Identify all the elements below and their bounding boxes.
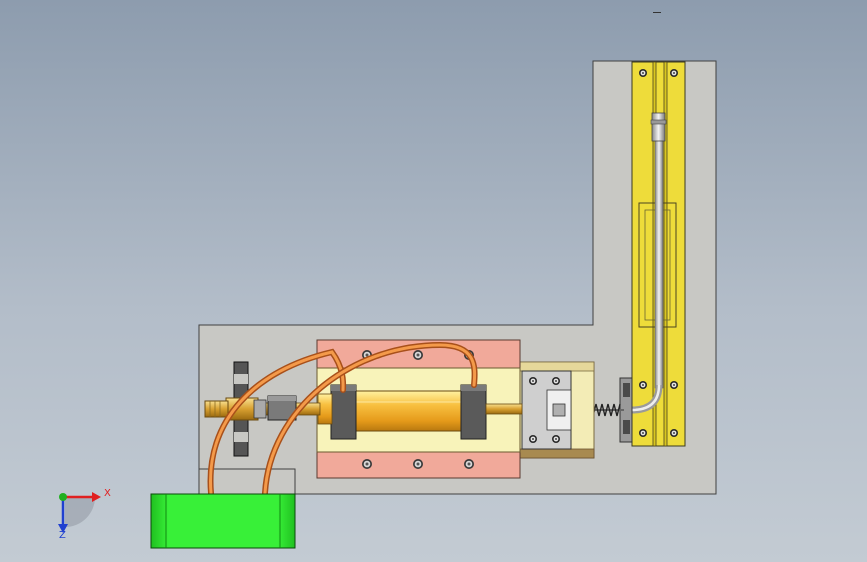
front-rod: [485, 403, 523, 415]
rail-rod: [654, 139, 664, 389]
green-block: [150, 493, 296, 549]
minimize-icon[interactable]: [650, 6, 664, 16]
base-plate-slot: [198, 468, 296, 495]
left-flange-assembly[interactable]: [204, 361, 267, 457]
triad-origin-y: [59, 493, 67, 501]
cream-slider-top-strip: [519, 361, 595, 372]
rail-bolt: [670, 69, 678, 77]
coordinate-triad: [58, 492, 101, 533]
cream-slider-brown-strip: [519, 448, 595, 459]
air-hoses: [207, 341, 478, 496]
rail-bolt: [639, 381, 647, 389]
guide-bolt: [552, 377, 560, 385]
cylinder-end-cap-front: [460, 384, 487, 440]
rail-bolt: [670, 429, 678, 437]
triad-shadow: [65, 497, 95, 527]
axis-z-label: Z: [59, 530, 66, 541]
rail-rod-cap-ring: [650, 119, 667, 125]
cylinder-end-cap-rear: [330, 384, 357, 440]
mount-screw: [413, 459, 423, 469]
rail-bolt: [639, 429, 647, 437]
mount-screw: [362, 459, 372, 469]
guide-bolt: [529, 435, 537, 443]
rail-assembly[interactable]: [631, 61, 686, 447]
green-valve-block[interactable]: [150, 493, 296, 549]
mount-screw: [464, 459, 474, 469]
guide-bolt: [529, 377, 537, 385]
coupling-nut: [253, 399, 267, 419]
cylinder-barrel: [347, 390, 467, 432]
rail-rod-cap: [651, 112, 666, 142]
pneumatic-cylinder[interactable]: [257, 384, 523, 440]
rail-groove-right: [663, 61, 668, 447]
mount-screw: [413, 350, 423, 360]
threaded-end: [204, 400, 229, 418]
axis-x-label: X: [104, 488, 111, 499]
guide-bolt: [552, 435, 560, 443]
rail-bolt: [670, 381, 678, 389]
rail-bolt: [639, 69, 647, 77]
